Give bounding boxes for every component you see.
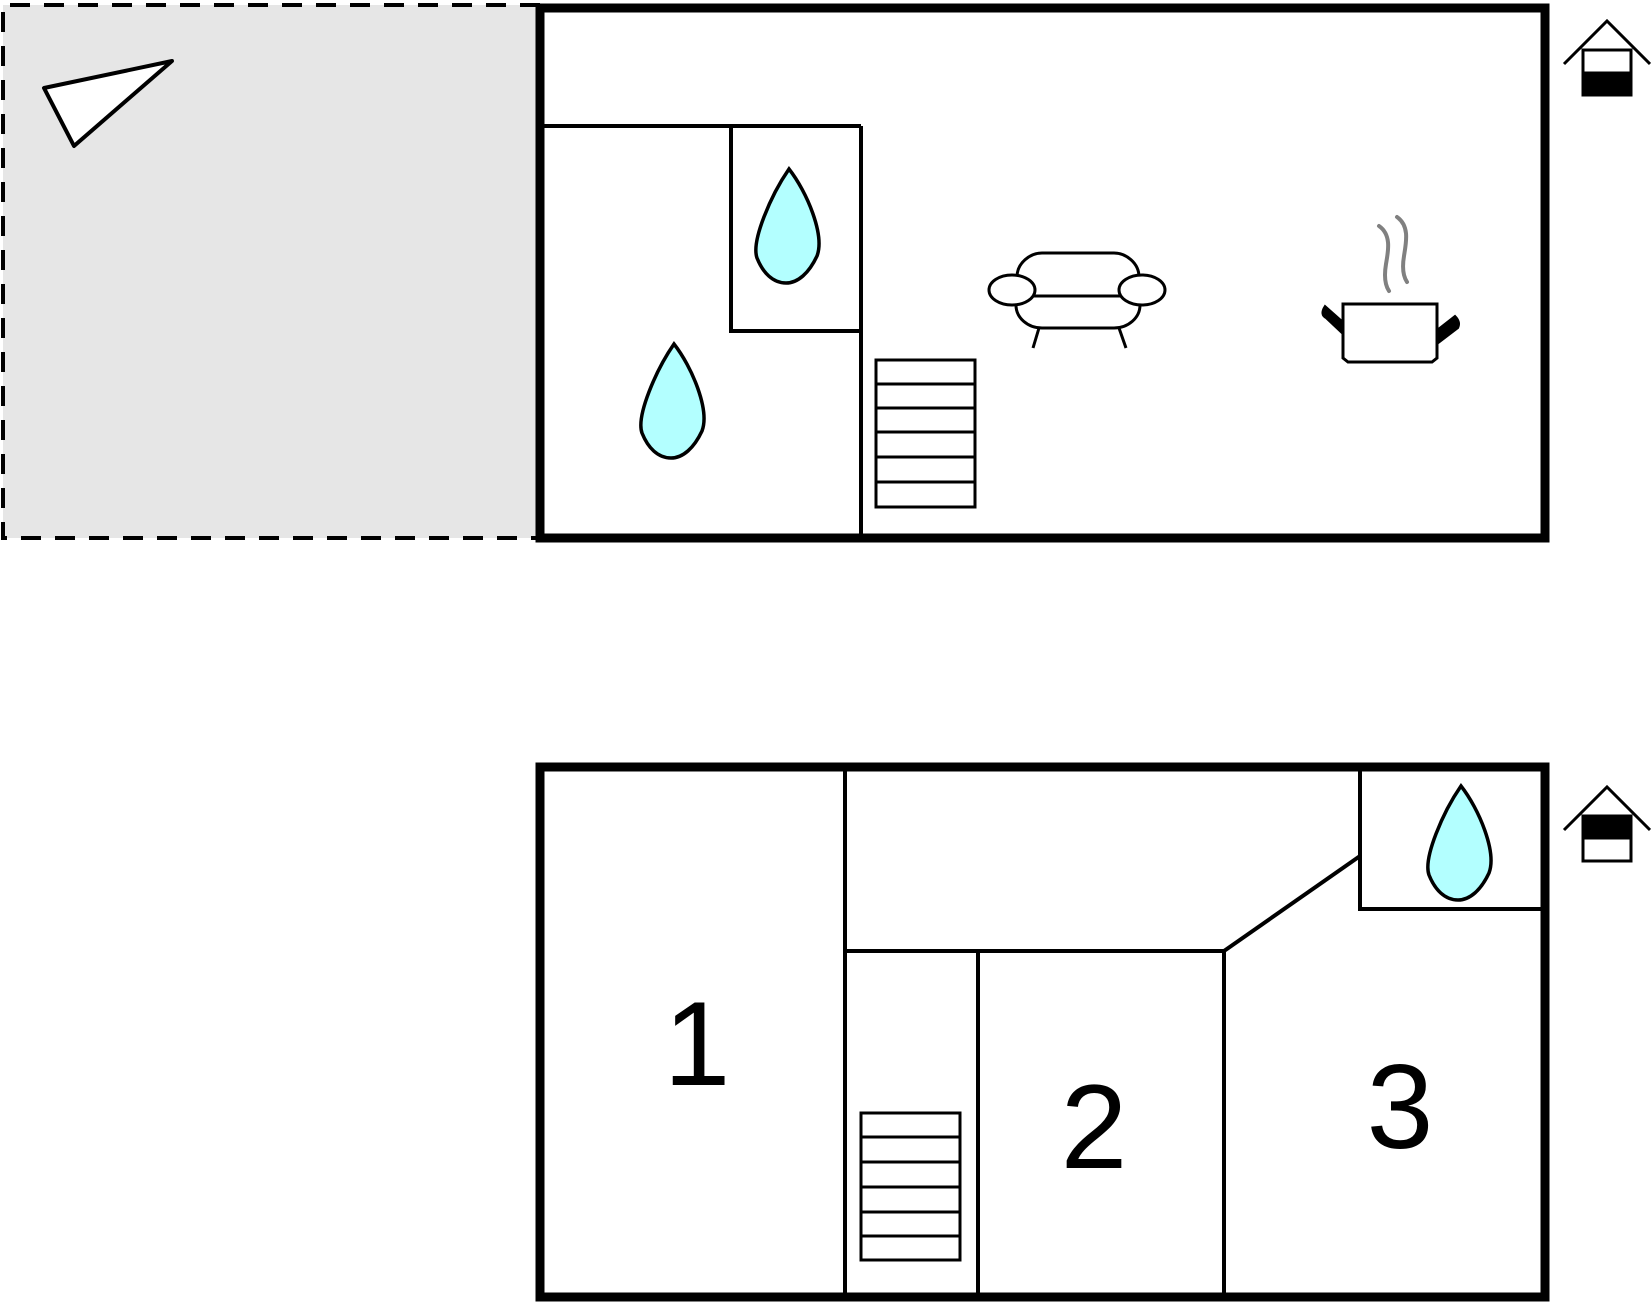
water-drop-icon: [754, 167, 821, 285]
compass-icon: [42, 59, 174, 148]
stairs-icon: [859, 1111, 962, 1262]
water-drop-icon: [1426, 784, 1493, 902]
upper-floor-interior-walls: [843, 771, 1541, 1293]
upper-floor-plan: 1 2 3: [535, 762, 1651, 1302]
room-label-1: 1: [664, 977, 731, 1111]
upper-floor-outer-wall: [535, 762, 1550, 1302]
cooking-pot-icon: [1321, 215, 1460, 364]
water-drop-icon: [639, 342, 706, 460]
house-floor-icon: [1562, 784, 1651, 863]
ground-floor-plan: [1, 3, 1651, 543]
house-floor-icon: [1562, 18, 1651, 97]
sofa-icon: [987, 251, 1167, 349]
ground-floor-interior-walls: [544, 124, 863, 534]
stairs-icon: [874, 358, 977, 509]
room-label-3: 3: [1367, 1040, 1434, 1174]
ground-floor-outer-wall: [535, 3, 1550, 543]
room-label-2: 2: [1061, 1060, 1128, 1194]
